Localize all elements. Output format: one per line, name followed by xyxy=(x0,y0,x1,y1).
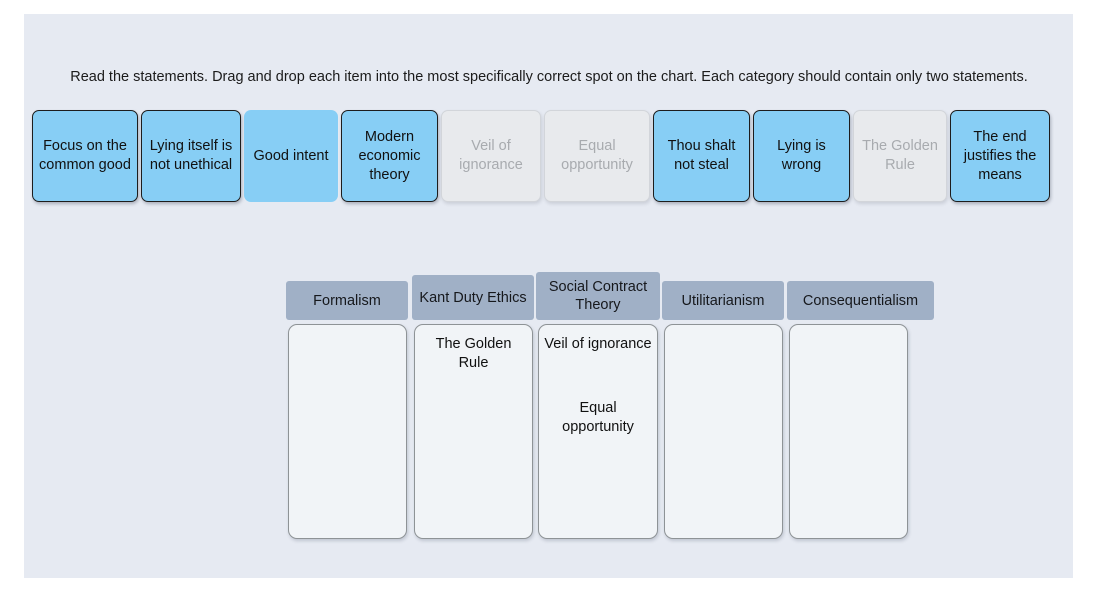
category-header-wrap: Kant Duty Ethics xyxy=(412,272,534,320)
draggable-tile[interactable]: Lying is wrong xyxy=(753,110,850,202)
category-dropzone[interactable] xyxy=(789,324,908,539)
draggable-tile-label: Lying is wrong xyxy=(777,138,826,173)
category-header: Social Contract Theory xyxy=(536,272,660,320)
draggable-tile-tray: Focus on the common good Lying itself is … xyxy=(30,110,1072,220)
draggable-tile-label: The Golden Rule xyxy=(862,138,938,173)
category-dropzone[interactable] xyxy=(664,324,783,539)
category-header: Consequentialism xyxy=(787,281,934,320)
placed-item[interactable]: Veil of ignorance xyxy=(544,336,652,352)
draggable-tile[interactable]: Modern economic theory xyxy=(341,110,438,202)
draggable-tile-label: Veil of ignorance xyxy=(459,138,523,173)
draggable-tile-label: Focus on the common good xyxy=(39,138,131,173)
category-header-wrap: Utilitarianism xyxy=(662,272,784,320)
category-header-wrap: Social Contract Theory xyxy=(536,272,660,320)
category-header-wrap: Consequentialism xyxy=(787,272,934,320)
draggable-tile: Equal opportunity xyxy=(544,110,650,202)
draggable-tile-label: Modern economic theory xyxy=(358,128,421,183)
draggable-tile-label: Thou shalt not steal xyxy=(667,138,736,173)
draggable-tile: The Golden Rule xyxy=(853,110,947,202)
category-dropzone[interactable]: The Golden Rule xyxy=(414,324,533,539)
draggable-tile[interactable]: Lying itself is not unethical xyxy=(141,110,241,202)
draggable-tile[interactable]: Good intent xyxy=(244,110,338,202)
draggable-tile[interactable]: Thou shalt not steal xyxy=(653,110,750,202)
category-header: Kant Duty Ethics xyxy=(412,275,534,320)
draggable-tile-label: Equal opportunity xyxy=(561,138,633,173)
draggable-tile[interactable]: Focus on the common good xyxy=(32,110,138,202)
draggable-tile: Veil of ignorance xyxy=(441,110,541,202)
draggable-tile-label: Lying itself is not unethical xyxy=(149,138,233,173)
activity-panel: Read the statements. Drag and drop each … xyxy=(24,14,1073,578)
category-dropzone[interactable] xyxy=(288,324,407,539)
placed-item[interactable]: The Golden Rule xyxy=(435,336,512,371)
category-header: Formalism xyxy=(286,281,408,320)
category-header: Utilitarianism xyxy=(662,281,784,320)
instructions-text: Read the statements. Drag and drop each … xyxy=(70,69,1028,85)
placed-item[interactable]: Equal opportunity xyxy=(562,400,634,435)
draggable-tile-label: The end justifies the means xyxy=(963,128,1037,183)
draggable-tile[interactable]: The end justifies the means xyxy=(950,110,1050,202)
draggable-tile-label: Good intent xyxy=(253,147,329,164)
category-header-wrap: Formalism xyxy=(286,272,408,320)
